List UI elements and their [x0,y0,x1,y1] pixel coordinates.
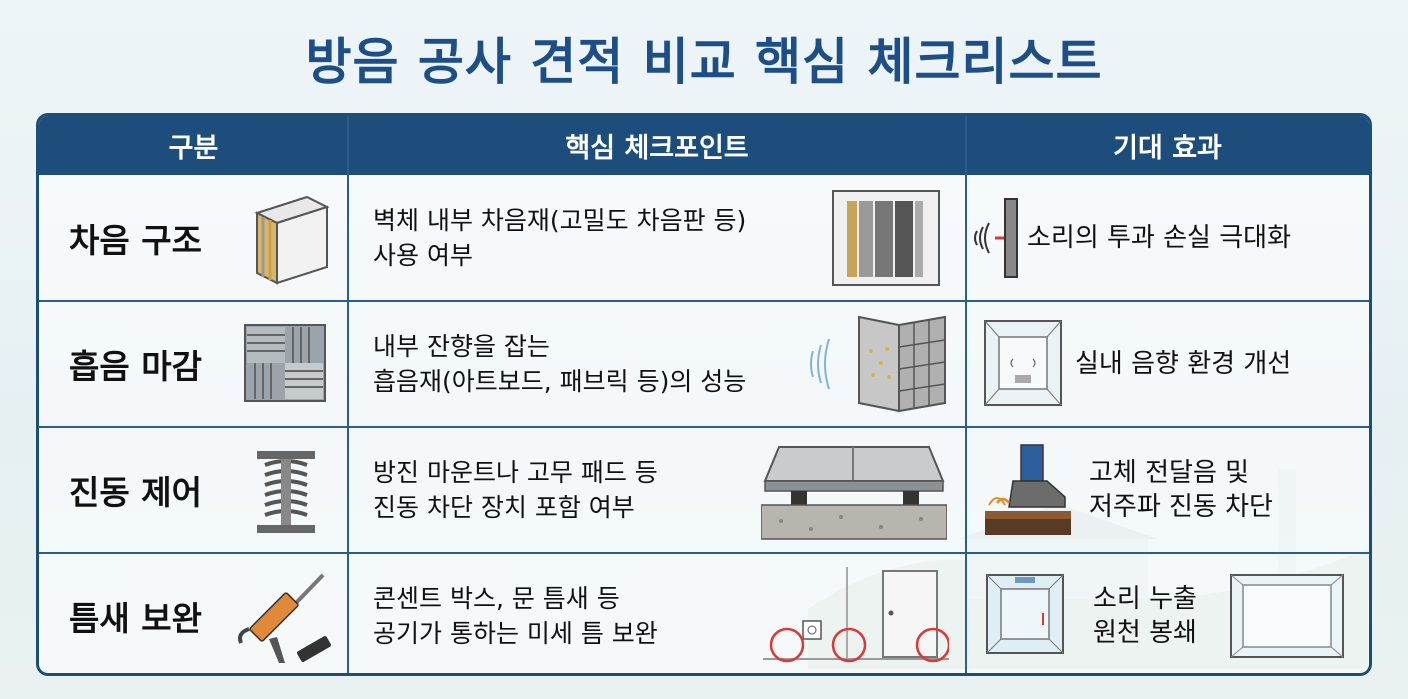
effect-line: 실내 음향 환경 개선 [1075,348,1292,379]
wall-layers-icon [254,195,330,285]
header-category: 구분 [168,133,219,164]
row-divider [39,300,1369,302]
page-title: 방음 공사 견적 비교 핵심 체크리스트 [305,33,1103,91]
category-label: 틈새 보완 [69,598,202,638]
column-divider [347,116,349,673]
sound-blocked-wall-icon [974,198,1018,278]
effect-line: 저주파 진동 차단 [1089,491,1273,522]
category-label: 흡음 마감 [69,346,202,386]
header-checkpoint: 핵심 체크포인트 [565,133,749,164]
absorbing-panel-icon [810,315,946,413]
effect-text: 고체 전달음 및 저주파 진동 차단 [1089,427,1273,552]
effect-line: 원천 봉쇄 [1093,617,1197,648]
table-row: 진동 제어 방진 마운트나 고무 패드 등 진동 차단 장치 포함 여부 [39,427,1369,552]
checkpoint-text: 콘센트 박스, 문 틈새 등 공기가 통하는 미세 틈 보완 [373,553,813,673]
checkpoint-line: 진동 차단 장치 포함 여부 [373,492,635,522]
sealed-window-icon [1230,574,1344,658]
table-header: 구분 핵심 체크포인트 기대 효과 [39,116,1369,175]
table-row: 흡음 마감 내부 잔향을 잡는 흡음재(아트보드, 패브릭 등)의 성능 [39,301,1369,426]
checklist-table: 구분 핵심 체크포인트 기대 효과 차음 구조 벽체 내부 차음재(고밀도 차음… [36,113,1372,676]
table-row: 차음 구조 벽체 내부 차음재(고밀도 차음판 등) 사용 여부 [39,175,1369,300]
checkpoint-line: 벽체 내부 차음재(고밀도 차음판 등) [373,205,747,235]
room-acoustics-icon [984,320,1062,406]
effect-line: 소리 누출 [1093,583,1197,614]
spring-icon [257,451,315,533]
category-label: 진동 제어 [69,472,202,512]
footstep-vibration-icon [985,444,1071,535]
column-divider [965,116,967,673]
floating-floor-icon [761,446,947,540]
checkpoint-line: 흡음재(아트보드, 패브릭 등)의 성능 [373,366,747,396]
checkpoint-line: 방진 마운트나 고무 패드 등 [373,457,658,487]
category-label: 차음 구조 [69,220,202,260]
row-divider [39,426,1369,428]
effect-text: 소리의 투과 손실 극대화 [1027,175,1291,300]
header-effect: 기대 효과 [1113,133,1222,164]
effect-text: 소리 누출 원천 봉쇄 [1093,553,1197,673]
checkpoint-text: 벽체 내부 차음재(고밀도 차음판 등) 사용 여부 [373,175,813,300]
checkpoint-line: 공기가 통하는 미세 틈 보완 [373,618,658,648]
gap-highlight-icon [763,567,949,663]
effect-line: 고체 전달음 및 [1089,457,1250,488]
checkpoint-line: 내부 잔향을 잡는 [373,331,550,361]
checkpoint-text: 내부 잔향을 잡는 흡음재(아트보드, 패브릭 등)의 성능 [373,301,813,426]
sealed-room-icon [986,574,1064,654]
soundproof-panel-icon [832,190,940,286]
row-divider [39,552,1369,554]
checkpoint-line: 콘센트 박스, 문 틈새 등 [373,583,620,613]
checkpoint-line: 사용 여부 [373,240,473,270]
effect-line: 소리의 투과 손실 극대화 [1027,222,1291,253]
effect-text: 실내 음향 환경 개선 [1075,301,1291,426]
checkpoint-text: 방진 마운트나 고무 패드 등 진동 차단 장치 포함 여부 [373,427,813,552]
caulking-gun-icon [238,573,331,663]
table-row: 틈새 보완 콘센트 박스, 문 틈새 등 공기가 통하는 미세 틈 보완 [39,553,1369,673]
acoustic-tile-icon [244,324,326,402]
